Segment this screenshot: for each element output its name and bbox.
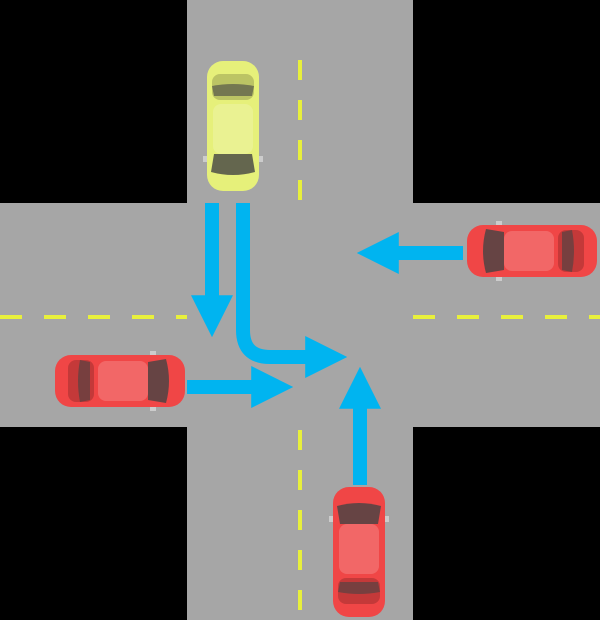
arrow-north-left-turn bbox=[236, 203, 348, 378]
car-west bbox=[55, 351, 185, 411]
car-south bbox=[329, 487, 389, 617]
car-east bbox=[467, 221, 597, 281]
ego-car bbox=[203, 61, 263, 191]
